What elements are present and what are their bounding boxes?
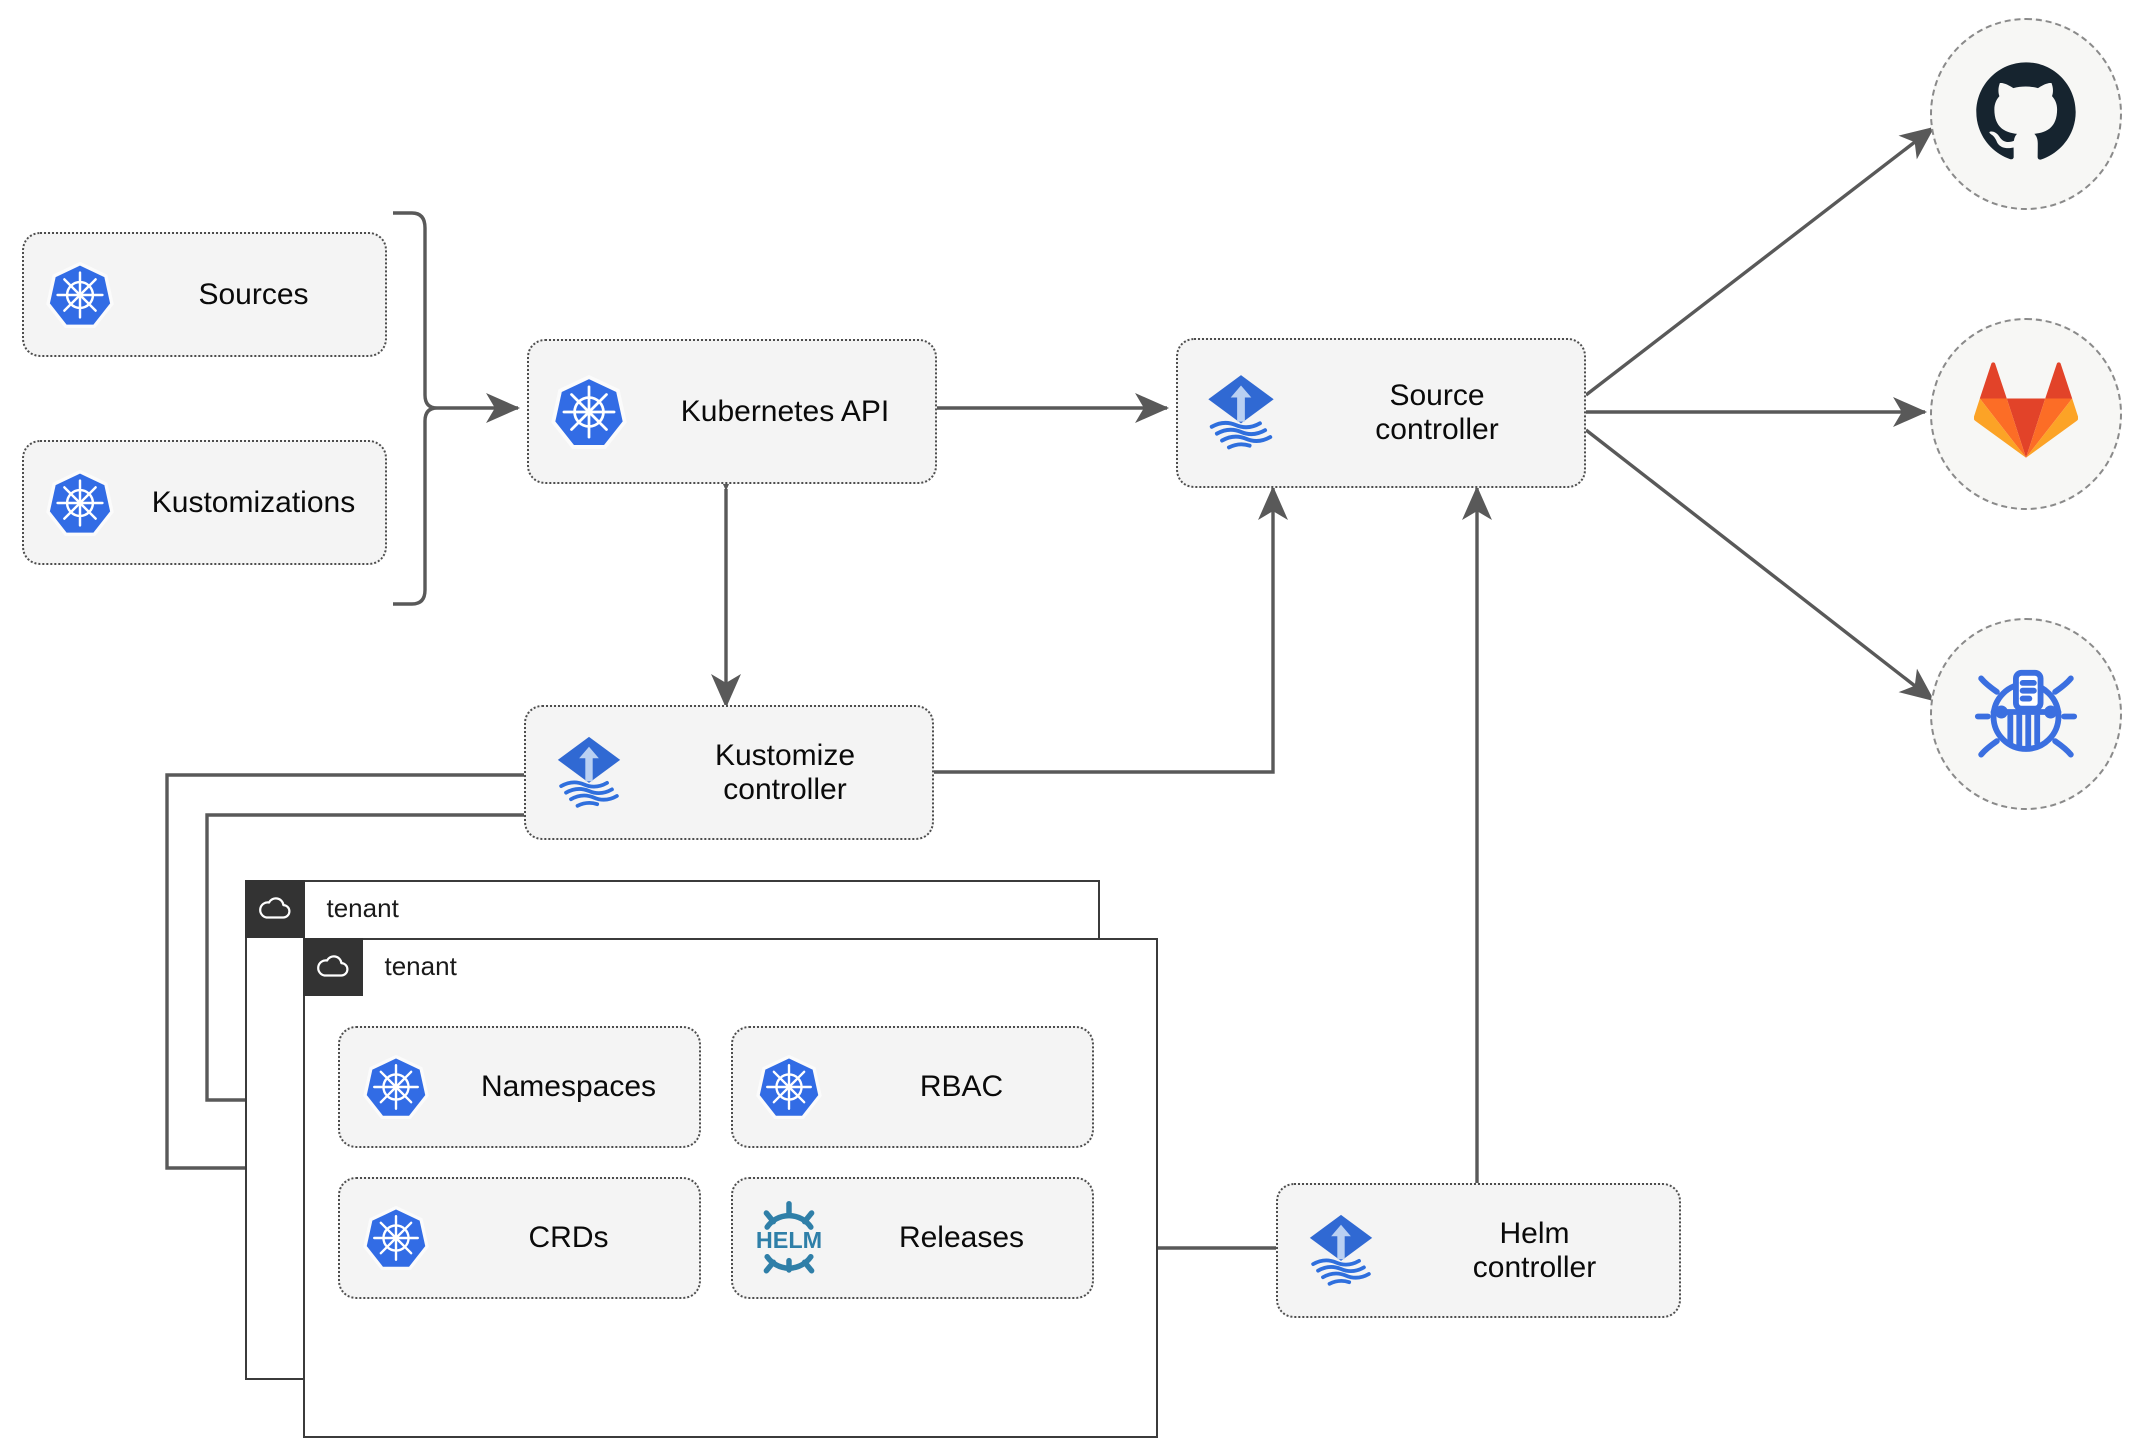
node-kubernetes-api[interactable]: Kubernetes API	[527, 339, 937, 484]
node-sources[interactable]: Sources	[22, 232, 387, 357]
node-helm-repository[interactable]	[1930, 618, 2122, 810]
cloud-icon	[244, 879, 305, 938]
node-helm-controller[interactable]: Helm controller	[1276, 1183, 1681, 1318]
node-label: Sources	[198, 277, 309, 311]
node-label: Releases	[898, 1221, 1025, 1255]
kubernetes-icon	[340, 1054, 452, 1120]
kubernetes-icon	[24, 261, 136, 329]
flux-icon	[526, 732, 652, 814]
kubernetes-icon	[24, 469, 136, 537]
github-icon	[1972, 58, 2080, 171]
node-label: Namespaces	[480, 1070, 657, 1104]
kubernetes-icon	[733, 1054, 845, 1120]
tenant-header: tenant	[302, 937, 457, 996]
node-label: Source controller	[1375, 379, 1499, 446]
edge-source-helmrepo	[1584, 428, 1935, 702]
diagram-canvas: tenant tenant Sour	[22, 18, 2122, 1438]
cloud-icon	[302, 937, 363, 996]
node-label: Kustomize controller	[714, 738, 856, 806]
node-rbac[interactable]: RBAC	[731, 1026, 1094, 1148]
tenant-label: tenant	[384, 951, 457, 981]
node-releases[interactable]: HELM Releases	[731, 1177, 1094, 1299]
node-label: Kubernetes API	[680, 394, 890, 428]
brace-connector	[393, 211, 438, 606]
gitlab-icon	[1973, 361, 2079, 467]
node-source-controller[interactable]: Source controller	[1176, 338, 1586, 488]
node-gitlab[interactable]	[1930, 318, 2122, 510]
node-label: Kustomizations	[151, 485, 356, 519]
kubernetes-icon	[529, 374, 649, 450]
node-label: Helm controller	[1472, 1216, 1597, 1284]
edge-source-github	[1584, 126, 1935, 397]
edge-kustomize-source	[932, 485, 1288, 774]
tenant-label: tenant	[326, 893, 399, 923]
tenant-header: tenant	[244, 879, 399, 938]
node-label: RBAC	[919, 1070, 1004, 1104]
node-label: CRDs	[528, 1221, 609, 1255]
helm-wordmark: HELM	[756, 1227, 822, 1253]
node-github[interactable]	[1930, 18, 2122, 210]
node-kustomize-controller[interactable]: Kustomize controller	[524, 705, 934, 840]
kubernetes-icon	[340, 1205, 452, 1271]
node-crds[interactable]: CRDs	[338, 1177, 701, 1299]
helm-repository-icon	[1970, 656, 2082, 773]
node-kustomizations[interactable]: Kustomizations	[22, 440, 387, 565]
flux-icon	[1178, 370, 1304, 456]
node-namespaces[interactable]: Namespaces	[338, 1026, 701, 1148]
helm-icon: HELM	[733, 1199, 845, 1277]
flux-icon	[1278, 1210, 1404, 1292]
